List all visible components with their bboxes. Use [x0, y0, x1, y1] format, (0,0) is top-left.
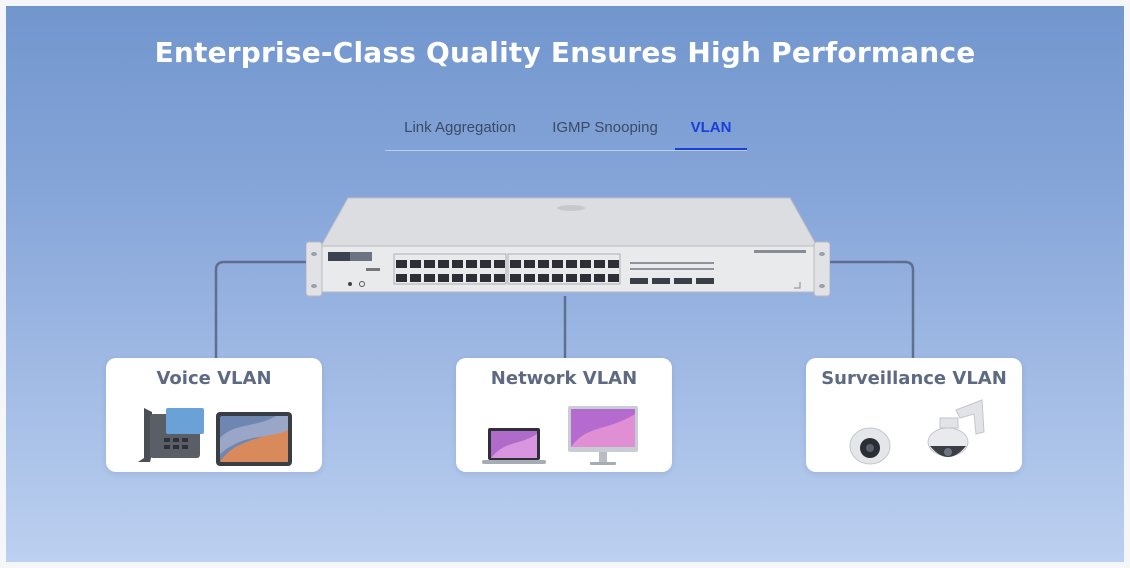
- tab-vlan[interactable]: VLAN: [675, 108, 747, 150]
- tab-link-aggregation[interactable]: Link Aggregation: [404, 119, 516, 136]
- dome-camera-icon: [849, 427, 891, 465]
- surveillance-vlan-card: Surveillance VLAN: [806, 358, 1022, 472]
- voice-vlan-card: Voice VLAN: [106, 358, 322, 472]
- surveillance-vlan-title: Surveillance VLAN: [821, 368, 1007, 389]
- ptz-camera-icon: [927, 399, 985, 457]
- voice-vlan-devices: [138, 408, 292, 466]
- network-vlan-title: Network VLAN: [490, 368, 638, 389]
- laptop-icon: [482, 428, 546, 464]
- network-switch: [306, 197, 830, 297]
- desktop-monitor-icon: [568, 406, 638, 465]
- page-title: Enterprise-Class Quality Ensures High Pe…: [154, 36, 976, 69]
- tab-igmp-snooping[interactable]: IGMP Snooping: [552, 119, 658, 136]
- voice-vlan-title: Voice VLAN: [156, 368, 272, 389]
- vlan-feature-panel: Enterprise-Class Quality Ensures High Pe…: [6, 6, 1124, 562]
- vlan-connector-lines: [214, 260, 915, 358]
- network-vlan-card: Network VLAN: [456, 358, 672, 472]
- tablet-icon: [216, 412, 292, 466]
- ip-phone-icon: [138, 408, 204, 462]
- network-vlan-devices: [482, 406, 638, 465]
- surveillance-vlan-devices: [849, 399, 985, 465]
- feature-tabs: Link Aggregation IGMP Snooping VLAN: [385, 108, 747, 151]
